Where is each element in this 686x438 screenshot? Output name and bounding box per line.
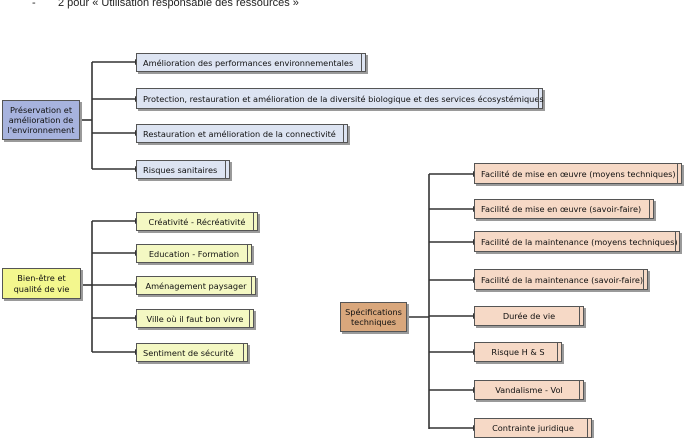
node-env-connectivite-label: Restauration et amélioration de la conne… xyxy=(143,128,336,139)
node-env-risques-sanitaires: Risques sanitaires xyxy=(136,160,230,179)
node-spec-maintenance-savoir-label: Facilité de la maintenance (savoir-faire… xyxy=(481,274,644,285)
node-spec-maintenance-moyens-label: Facilité de la maintenance (moyens techn… xyxy=(481,236,678,247)
header-dash: - xyxy=(32,0,36,9)
node-spec-vandalisme: Vandalisme - Vol xyxy=(474,380,584,400)
node-bien-education-label: Education - Formation xyxy=(148,248,240,259)
node-bien-etre-root-label: Bien-être et qualité de vie xyxy=(13,273,70,294)
node-spec-mise-oeuvre-moyens: Facilité de mise en œuvre (moyens techni… xyxy=(474,163,682,184)
node-spec-vandalisme-label: Vandalisme - Vol xyxy=(495,385,563,395)
node-spec-mise-oeuvre-savoir-label: Facilité de mise en œuvre (savoir-faire) xyxy=(481,204,642,214)
node-spec-risque-hs: Risque H & S xyxy=(474,342,562,362)
node-bien-amenagement: Aménagement paysager xyxy=(136,276,256,295)
node-spec-maintenance-moyens: Facilité de la maintenance (moyens techn… xyxy=(474,231,680,252)
node-env-connectivite: Restauration et amélioration de la conne… xyxy=(136,124,348,143)
node-spec-mise-oeuvre-savoir: Facilité de mise en œuvre (savoir-faire) xyxy=(474,199,654,219)
node-environnement-root-label: Préservation et amélioration de l'enviro… xyxy=(7,104,75,136)
node-spec-contrainte-juridique: Contrainte juridique xyxy=(474,418,592,438)
node-bien-ville-label: Ville où il faut bon vivre xyxy=(146,313,244,324)
node-bien-creativite: Créativité - Récréativité xyxy=(136,212,258,231)
node-bien-ville: Ville où il faut bon vivre xyxy=(136,309,254,328)
node-spec-mise-oeuvre-moyens-label: Facilité de mise en œuvre (moyens techni… xyxy=(481,168,676,179)
node-spec-maintenance-savoir: Facilité de la maintenance (savoir-faire… xyxy=(474,269,648,290)
node-spec-duree-vie-label: Durée de vie xyxy=(502,311,556,321)
node-environnement-root: Préservation et amélioration de l'enviro… xyxy=(2,100,80,140)
node-bien-etre-root: Bien-être et qualité de vie xyxy=(2,268,81,299)
node-env-performances-label: Amélioration des performances environnem… xyxy=(143,57,354,68)
node-specifications-root-label: Spécifications techniques xyxy=(345,306,402,327)
node-env-biodiversite: Protection, restauration et amélioration… xyxy=(136,88,544,109)
node-bien-creativite-label: Créativité - Récréativité xyxy=(148,216,246,227)
node-bien-education: Education - Formation xyxy=(136,244,252,263)
node-spec-contrainte-juridique-label: Contrainte juridique xyxy=(492,423,574,433)
header-text: 2 pour « Utilisation responsable des res… xyxy=(58,0,299,9)
node-bien-securite: Sentiment de sécurité xyxy=(136,343,248,362)
node-bien-securite-label: Sentiment de sécurité xyxy=(143,347,234,358)
node-spec-duree-vie: Durée de vie xyxy=(474,306,584,326)
node-spec-risque-hs-label: Risque H & S xyxy=(491,347,545,357)
node-env-biodiversite-label: Protection, restauration et amélioration… xyxy=(143,93,544,104)
node-env-risques-sanitaires-label: Risques sanitaires xyxy=(143,164,218,175)
header-line: - 2 pour « Utilisation responsable des re… xyxy=(32,0,299,9)
node-bien-amenagement-label: Aménagement paysager xyxy=(145,280,247,291)
node-env-performances: Amélioration des performances environnem… xyxy=(136,53,366,72)
node-specifications-root: Spécifications techniques xyxy=(340,302,407,332)
